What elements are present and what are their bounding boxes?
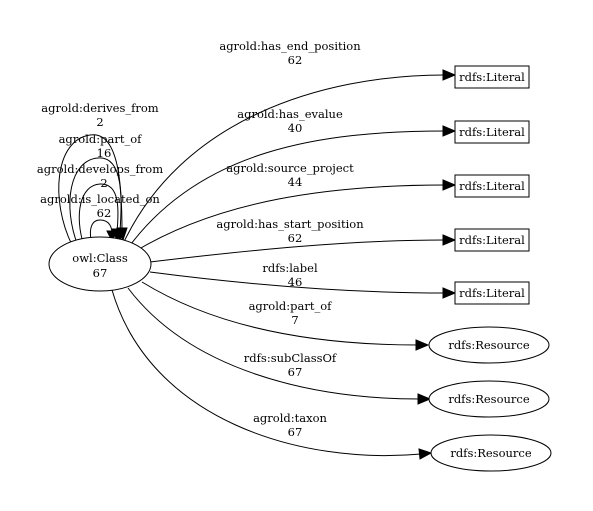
node-literal-1[interactable]: rdfs:Literal [454,65,530,89]
edge-label: rdfs:subClassOf [244,351,337,365]
edge-count: 62 [288,53,303,67]
edge-label: agrold:has_end_position [219,39,361,53]
edge-count: 62 [288,231,303,245]
edge-taxon: agrold:taxon 67 [111,289,433,460]
edge-subclassof: rdfs:subClassOf 67 [127,287,432,405]
node-resource-2[interactable]: rdfs:Resource [428,380,550,418]
edge-count: 16 [97,146,112,160]
edge-label: agrold:source_project [226,161,354,175]
edge-label: agrold:part_of [59,132,143,146]
node-resource-1[interactable]: rdfs:Resource [428,326,550,364]
edge-count: 44 [288,175,303,189]
edge-label: agrold:has_start_position [216,217,364,231]
edge-label: rdfs:label [262,261,318,275]
edge-count: 62 [97,206,112,220]
node-label: rdfs:Literal [459,125,525,139]
edge-label: agrold:is_located_on [40,192,160,206]
edge-has-end-position: agrold:has_end_position 62 [121,39,457,247]
edge-count: 46 [288,275,303,289]
edge-count: 7 [291,313,298,327]
node-count: 67 [93,266,108,280]
node-literal-5[interactable]: rdfs:Literal [454,281,530,305]
node-label: rdfs:Literal [459,70,525,84]
node-label: rdfs:Resource [450,446,532,460]
edge-label: agrold:develops_from [37,162,163,176]
edge-part-of-self: agrold:part_of 16 [59,132,143,247]
edge-has-start-position: agrold:has_start_position 62 [149,217,457,263]
edge-label: agrold:part_of [249,299,333,313]
node-resource-3[interactable]: rdfs:Resource [430,434,552,472]
edge-part-of-resource: agrold:part_of 7 [141,281,430,351]
edge-count: 40 [288,121,303,135]
node-label: rdfs:Literal [459,179,525,193]
edge-label: agrold:has_evalue [237,107,343,121]
edge-has-evalue: agrold:has_evalue 40 [127,107,457,249]
edge-is-located-on: agrold:is_located_on 62 [40,192,160,246]
node-literal-4[interactable]: rdfs:Literal [454,228,530,252]
edge-source-project: agrold:source_project 44 [133,161,457,253]
node-label: rdfs:Resource [448,392,530,406]
node-label: rdfs:Literal [459,286,525,300]
edge-count: 67 [288,425,303,439]
node-label: rdfs:Resource [448,338,530,352]
edge-rdfs-label: rdfs:label 46 [149,261,457,299]
edge-count: 2 [96,115,103,129]
edge-label: agrold:derives_from [41,101,159,115]
node-label: owl:Class [72,251,128,265]
node-literal-3[interactable]: rdfs:Literal [454,174,530,198]
edge-label: agrold:taxon [253,411,327,425]
node-owl-class[interactable]: owl:Class 67 [48,236,152,292]
node-literal-2[interactable]: rdfs:Literal [454,120,530,144]
edge-count: 67 [288,365,303,379]
edge-count: 2 [100,176,107,190]
node-label: rdfs:Literal [459,233,525,247]
